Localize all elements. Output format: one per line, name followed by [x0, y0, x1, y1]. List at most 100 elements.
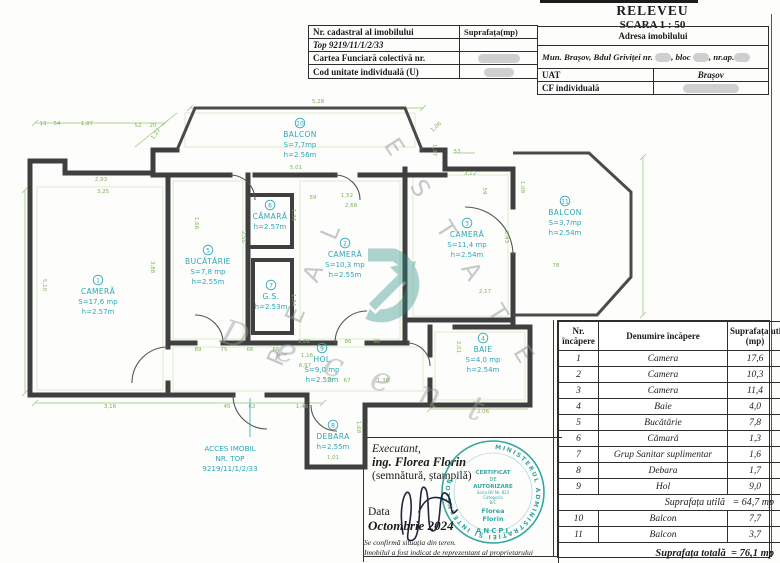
svg-text:h=2.55m: h=2.55m	[192, 278, 225, 286]
svg-text:h=2.56m: h=2.56m	[284, 151, 317, 159]
dimension-label: 3,88	[149, 261, 155, 274]
svg-text:AUTORIZARE: AUTORIZARE	[473, 484, 513, 490]
svg-text:Categoria: Categoria	[483, 495, 503, 500]
table-cell: 10	[558, 510, 599, 527]
access-label: 9219/11/1/2/33	[202, 464, 257, 473]
address-table: Adresa imobilului Mun. Brașov, Bdul Griv…	[537, 26, 769, 96]
table-cell: 17,6	[727, 350, 780, 367]
dimension-label: 5,01	[290, 165, 302, 171]
svg-text:BUCĂTĂRIE: BUCĂTĂRIE	[185, 257, 231, 266]
svg-text:S=11,4 mp: S=11,4 mp	[447, 241, 487, 249]
balcony-walls	[175, 106, 633, 317]
address-line: Mun. Brașov, Bdul Griviței nr. , bloc , …	[537, 45, 769, 69]
dimension-label: 5,28	[312, 99, 325, 105]
uat-label: UAT	[537, 68, 654, 82]
date-value: Octombrie 2024	[368, 518, 454, 533]
svg-text:5: 5	[206, 247, 210, 254]
svg-text:h=2.53m: h=2.53m	[306, 376, 339, 384]
table-cell: Balcon	[598, 526, 728, 543]
dimension-label: 67	[344, 378, 351, 384]
dimension-label: 3,25	[97, 189, 110, 195]
access-label: ACCES IMOBIL	[204, 444, 255, 453]
dimension-label: 53	[454, 149, 461, 155]
subtotal-row: Suprafața utilă = 64,7 mp	[558, 494, 780, 511]
svg-text:h=2.54m: h=2.54m	[451, 251, 484, 259]
dimension-label: 13	[40, 121, 47, 127]
cf-individuala-label: CF individuală	[537, 80, 654, 96]
svg-text:S=7,7mp: S=7,7mp	[284, 141, 317, 149]
total-row: Suprafața totală = 76,1 mp	[558, 542, 780, 563]
dimension-label: 2,17	[479, 289, 492, 295]
dimension-label: 1,46	[296, 404, 309, 410]
svg-text:S=9,0 mp: S=9,0 mp	[305, 366, 340, 374]
svg-text:11: 11	[561, 198, 569, 205]
executant-signature-note: (semnătură, ștampilă)	[372, 470, 472, 482]
svg-text:1: 1	[96, 277, 100, 284]
svg-text:S=17,6 mp: S=17,6 mp	[78, 298, 118, 306]
small-room-walls	[246, 193, 294, 335]
table-cell: 11	[558, 526, 599, 543]
svg-text:h=2.57m: h=2.57m	[254, 223, 287, 231]
room-surface-table: Nr.încăpere Denumire încăpere Suprafața …	[558, 321, 780, 563]
dimension-label: 1,27	[150, 127, 163, 141]
svg-text:ANCPI: ANCPI	[476, 527, 510, 535]
svg-text:S=3,7mp: S=3,7mp	[549, 219, 582, 227]
page-right-border	[771, 14, 772, 556]
cadastral-cod-value	[459, 64, 538, 79]
svg-text:h=2.54m: h=2.54m	[467, 366, 500, 374]
address-mid: , bloc	[671, 51, 691, 62]
access-label: NR. TOP	[215, 454, 245, 463]
dimension-label: 1,52	[341, 193, 353, 199]
svg-text:S=7,8 mp: S=7,8 mp	[191, 268, 226, 276]
date-block: Data Octombrie 2024	[368, 506, 558, 534]
svg-text:8: 8	[331, 422, 335, 429]
dimension-label: 5,10	[41, 279, 47, 292]
cadastral-top-number: Top 9219/11/1/2/33	[308, 38, 460, 52]
room-table-header-name: Denumire încăpere	[598, 321, 728, 351]
svg-text:S=4,0 mp: S=4,0 mp	[466, 356, 501, 364]
dimension-label: 2,68	[345, 203, 358, 209]
room-table-header-area: Suprafața utilă(mp)	[727, 321, 780, 351]
dimension-label: 1,06	[430, 121, 443, 134]
svg-text:S=10,3 mp: S=10,3 mp	[325, 261, 365, 269]
dimension-label: 1,66	[193, 217, 199, 230]
redacted-value	[655, 53, 672, 63]
cadastral-cf-label: Cartea Funciară colectivă nr.	[308, 50, 460, 66]
date-label: Data	[368, 506, 390, 518]
svg-text:CAMERĂ: CAMERĂ	[81, 287, 116, 296]
dimension-label: 66	[273, 347, 280, 353]
subtotal-cell: Suprafața utilă = 64,7 mp	[558, 494, 780, 511]
svg-text:DEBARA: DEBARA	[316, 432, 350, 441]
table-cell: 9,0	[727, 478, 780, 495]
dimension-label: 20	[150, 123, 157, 129]
svg-text:h=2.53m: h=2.53m	[255, 303, 288, 311]
dimension-label: 80	[374, 339, 381, 345]
dimension-label: 3,16	[104, 404, 117, 410]
svg-text:BALCON: BALCON	[548, 208, 582, 217]
redacted-value	[477, 54, 520, 64]
table-cell: 10,3	[727, 366, 780, 383]
dimension-label: 1,34	[290, 294, 296, 307]
dimension-label: 2,55	[240, 231, 246, 244]
uat-value: Brașov	[652, 68, 769, 82]
dimension-label: 59	[310, 195, 317, 201]
address-suffix: , nr.ap.	[708, 51, 735, 62]
dimension-label: 62	[249, 404, 256, 410]
table-cell: 3,7	[727, 526, 780, 543]
handwritten-signature	[400, 486, 458, 542]
dimension-label: 2,06	[477, 409, 490, 415]
redacted-value	[483, 67, 514, 77]
svg-text:CERTIFICAT: CERTIFICAT	[475, 470, 510, 476]
